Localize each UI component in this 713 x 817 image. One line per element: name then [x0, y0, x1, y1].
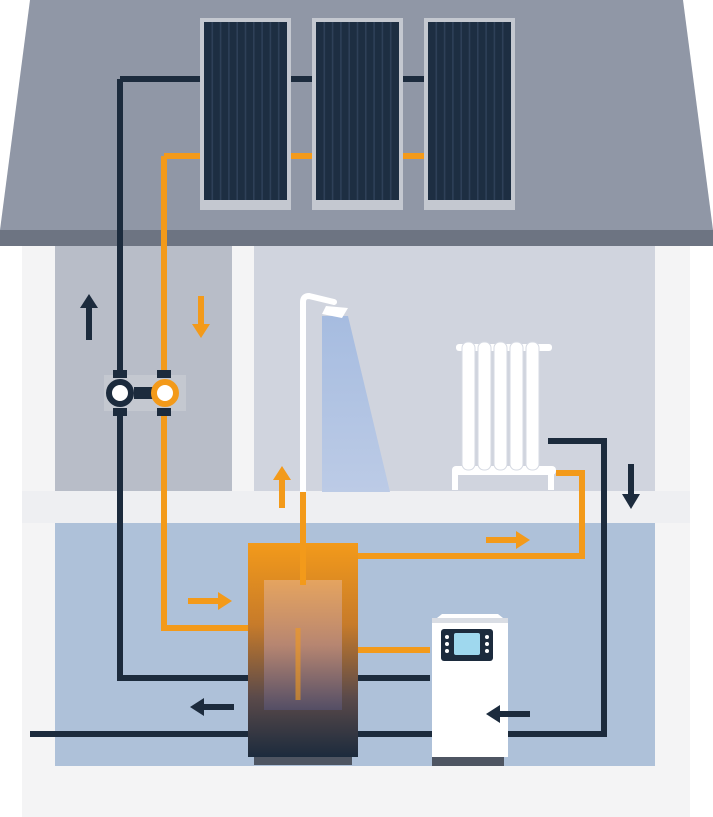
shower-water-stream: [322, 316, 390, 492]
boiler-button: [445, 649, 449, 653]
boiler: [432, 614, 508, 766]
arrow-right-icon: [486, 531, 530, 549]
boiler-button: [485, 635, 489, 639]
radiator-foot-left: [452, 470, 458, 490]
radiator-column: [493, 341, 508, 471]
arrow-left-icon: [190, 698, 234, 716]
radiator-foot-right: [548, 470, 554, 490]
shower: [300, 292, 390, 495]
radiator-column: [477, 341, 492, 471]
floor-slab: [22, 491, 690, 523]
radiator-column: [461, 341, 476, 471]
pump-connector: [134, 387, 156, 399]
boiler-top-edge: [432, 618, 508, 623]
cold-pipe-solar-return: [117, 79, 300, 681]
arrow-left-icon: [486, 705, 530, 723]
boiler-button: [445, 635, 449, 639]
pump-left-cap-top: [113, 370, 127, 378]
shower-head: [322, 306, 348, 318]
flow-arrows: [80, 294, 640, 723]
pump-station: [104, 370, 186, 416]
hot-pipe-radiator-flow: [356, 470, 585, 559]
arrow-up-icon: [80, 294, 98, 340]
pump-left-cap-bottom: [113, 408, 127, 416]
pump-cold-gauge: [106, 379, 134, 407]
arrow-down-icon: [622, 464, 640, 509]
pump-hot-gauge: [151, 379, 179, 407]
roof-edge: [0, 230, 713, 246]
upper-room: [254, 245, 655, 491]
boiler-button: [485, 642, 489, 646]
shower-pipe: [300, 292, 337, 495]
storage-tank: [248, 543, 358, 765]
attic-room: [55, 245, 232, 491]
pump-right-cap-bottom: [157, 408, 171, 416]
boiler-button: [485, 649, 489, 653]
solar-panels: [200, 18, 515, 210]
radiator-column: [525, 341, 540, 471]
arrow-down-icon: [192, 296, 210, 338]
radiator-column: [509, 341, 524, 471]
storage-tank-core: [264, 580, 342, 710]
arrow-up-icon: [273, 466, 291, 508]
arrow-right-icon: [188, 592, 232, 610]
boiler-display: [454, 633, 480, 655]
boiler-base: [432, 756, 504, 766]
boiler-button: [445, 642, 449, 646]
storage-tank-base: [254, 755, 352, 765]
pump-right-cap-top: [157, 370, 171, 378]
radiator: [452, 341, 556, 490]
